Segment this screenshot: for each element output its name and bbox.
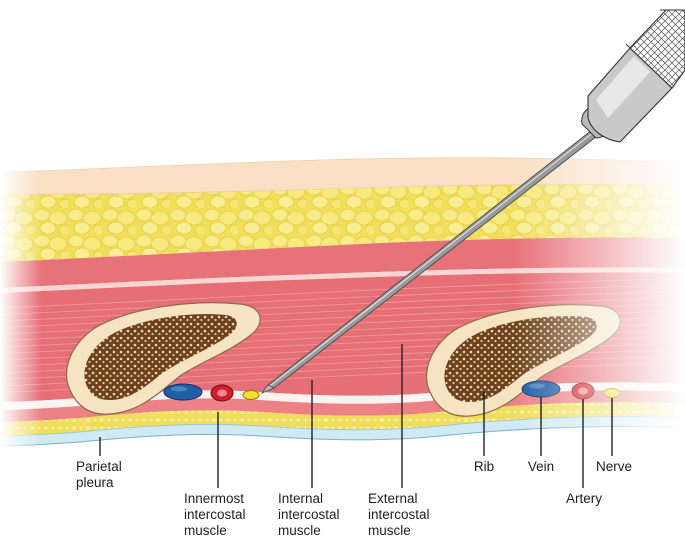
label-parietal-pleura: Parietal pleura [76,459,122,490]
vein-left [163,383,203,401]
syringe [581,9,685,143]
label-artery: Artery [565,491,603,506]
label-rib: Rib [473,459,495,474]
vein-right [521,380,561,398]
nerve-left [242,390,260,400]
label-innermost-intercostal-muscle: Innermost intercostal muscle [184,491,246,538]
leader-lines [99,344,613,488]
label-internal-intercostal-muscle: Internal intercostal muscle [278,491,340,538]
label-vein: Vein [527,459,555,474]
label-nerve: Nerve [595,459,633,474]
nerve-right [603,388,621,398]
label-external-intercostal-muscle: External intercostal muscle [368,491,430,538]
